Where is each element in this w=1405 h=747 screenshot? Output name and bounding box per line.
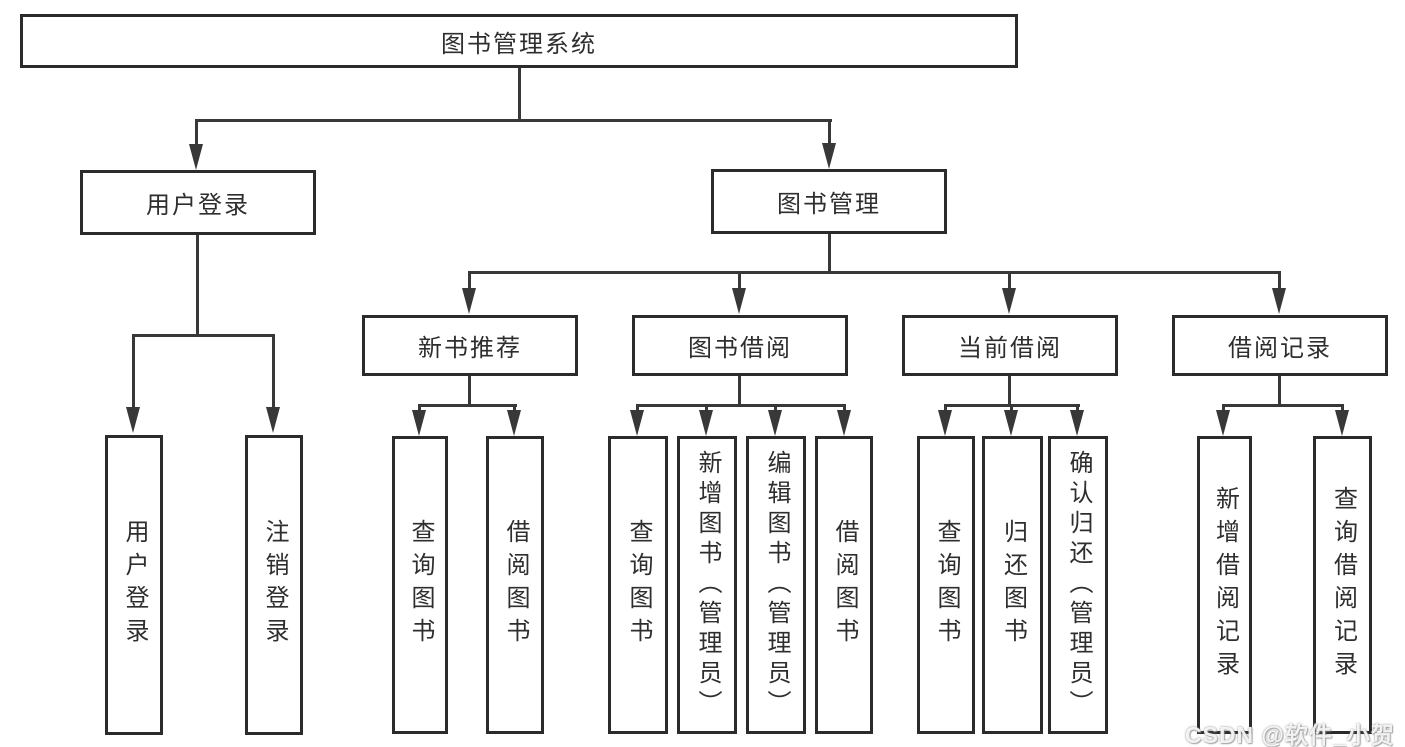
connector-vline [418,404,421,414]
node-label: 用户登录 [121,519,148,651]
arrowhead-icon [822,143,836,169]
leaf-edit-books-admin: 编辑图书（管理员） [746,436,806,734]
node-label: 新增图书（管理员） [694,450,721,720]
node-label: 查询图书 [407,519,434,651]
connector-vline [1076,404,1079,414]
connector-vline [738,271,741,290]
connector-vline [1008,271,1011,290]
node-new-book-recommendation: 新书推荐 [362,315,578,376]
node-label: 查询图书 [933,519,960,651]
arrowhead-icon [266,407,280,433]
connector-vline [272,334,275,410]
node-user-login: 用户登录 [80,170,316,235]
arrowhead-icon [630,410,644,436]
leaf-add-books-admin: 新增图书（管理员） [677,436,737,734]
connector-vline [196,235,199,336]
arrowhead-icon [1070,410,1084,436]
csdn-watermark: CSDN @软件_小贺同学 [1185,722,1395,747]
connector-vline [518,68,521,122]
leaf-query-borrow-record: 查询借阅记录 [1313,436,1372,734]
arrowhead-icon [938,410,952,436]
node-label: 当前借阅 [958,335,1062,362]
connector-hline [636,404,846,407]
node-label: 图书借阅 [688,335,792,362]
node-library-management-system: 图书管理系统 [20,14,1018,68]
node-label: 图书管理 [777,191,881,218]
connector-hline [468,271,1281,274]
arrowhead-icon [462,288,476,314]
arrowhead-icon [507,410,521,436]
node-label: 用户登录 [146,192,250,219]
leaf-user-login: 用户登录 [105,435,163,735]
connector-hline [1222,404,1344,407]
node-current-borrowing: 当前借阅 [902,315,1118,376]
node-borrowing-records: 借阅记录 [1172,315,1388,376]
connector-vline [1278,376,1281,407]
connector-hline [418,404,517,407]
connector-hline [196,119,832,122]
connector-vline [774,404,777,414]
leaf-borrow-books-recommend: 借阅图书 [486,436,544,734]
node-label: 图书管理系统 [441,30,597,58]
arrowhead-icon [699,410,713,436]
arrowhead-icon [412,410,426,436]
leaf-add-borrow-record: 新增借阅记录 [1197,436,1252,734]
arrowhead-icon [1004,410,1018,436]
node-label: 新增借阅记录 [1211,486,1239,684]
connector-vline [828,119,831,147]
arrowhead-icon [1335,410,1349,436]
arrowhead-icon [189,144,203,170]
node-label: 借阅记录 [1228,335,1332,362]
connector-vline [132,334,135,410]
node-label: 借阅图书 [831,519,858,651]
connector-vline [843,404,846,414]
node-label: 新书推荐 [418,335,522,362]
connector-vline [1010,404,1013,414]
node-label: 确认归还（管理员） [1065,450,1092,720]
arrowhead-icon [732,288,746,314]
node-label: 借阅图书 [502,519,529,651]
connector-vline [468,271,471,290]
connector-hline [132,334,275,337]
connector-vline [1222,404,1225,414]
leaf-query-books-current: 查询图书 [917,436,975,734]
leaf-borrow-books-borrowing: 借阅图书 [815,436,873,734]
leaf-logout: 注销登录 [245,435,303,735]
arrowhead-icon [768,410,782,436]
connector-vline [828,234,831,274]
connector-vline [944,404,947,414]
arrowhead-icon [1216,410,1230,436]
connector-vline [738,376,741,407]
leaf-return-books: 归还图书 [982,436,1043,734]
node-label: 编辑图书（管理员） [763,450,790,720]
arrowhead-icon [1002,288,1016,314]
leaf-query-books-borrowing: 查询图书 [608,436,668,734]
connector-vline [1278,271,1281,290]
leaf-confirm-return-admin: 确认归还（管理员） [1048,436,1108,734]
arrowhead-icon [126,407,140,433]
connector-vline [1341,404,1344,414]
connector-vline [513,404,516,414]
connector-vline [636,404,639,414]
leaf-query-books-recommend: 查询图书 [392,436,448,734]
connector-vline [1008,376,1011,407]
arrowhead-icon [837,410,851,436]
node-book-management: 图书管理 [711,169,947,234]
connector-vline [468,376,471,407]
connector-vline [195,119,198,147]
node-label: 查询图书 [625,519,652,651]
node-label: 归还图书 [999,519,1027,651]
node-book-borrowing: 图书借阅 [632,315,848,376]
node-label: 查询借阅记录 [1329,486,1357,684]
arrowhead-icon [1272,288,1286,314]
connector-vline [705,404,708,414]
node-label: 注销登录 [261,519,288,651]
